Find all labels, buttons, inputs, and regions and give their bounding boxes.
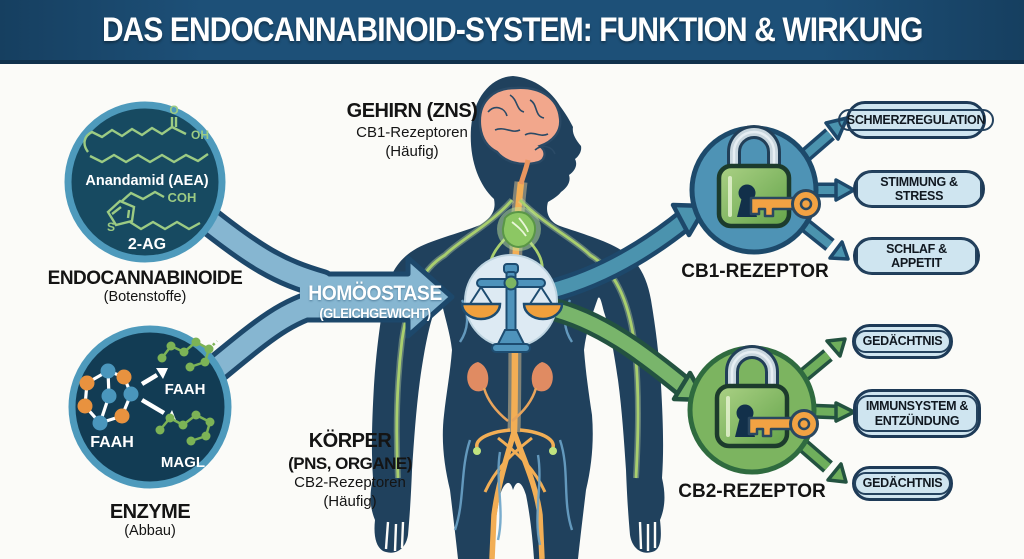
enzyme2-label: MAGL [161,454,205,471]
atom-o: O [169,103,178,117]
atom-coh: COH [168,190,197,205]
finger-lines [384,521,657,552]
pill-label: SCHLAF & APPETIT [856,237,977,275]
enzymes-circle: FAAH MAGL FAAH [68,325,232,489]
atom-oh: OH [191,128,209,142]
heart-icon [497,207,541,251]
substrate-label: FAAH [90,434,134,451]
pill-schlaf-appetit: SCHLAF & APPETIT [853,237,980,275]
endocannabinoids-caption: ENDOCANNABINOIDE (Botenstoffe) [15,268,275,306]
brain-heading: GEHIRN (ZNS) [346,100,478,122]
pill-stimmung-stress: STIMMUNG & STRESS [853,170,985,208]
faah-molecule [157,337,218,372]
body-heading: KÖRPER [308,430,392,452]
endocannabinoids-subheading: (Botenstoffe) [103,289,187,306]
enzyme1-label: FAAH [165,381,206,398]
2ag-structure [106,190,201,231]
homeostasis-line1: HOMÖOSTASE [308,282,442,305]
cb2-receptor-group [687,337,856,484]
molecule1-label: Anandamid (AEA) [85,173,208,189]
body-sub3: (Häufig) [323,493,377,511]
body-caption: KÖRPER (PNS, ORGANE) CB2-Rezeptoren (Häu… [250,430,450,511]
pill-label: GEDÄCHTNIS [853,330,952,353]
homeostasis-caption: HOMÖOSTASE (GLEICHGEWICHT) [283,282,467,321]
title-banner: DAS ENDOCANNABINOID-SYSTEM: FUNKTION & W… [0,0,1024,64]
balance-scale-icon [460,254,564,353]
pill-schmerzregulation: SCHMERZREGULATION [837,101,995,139]
enzymes-heading: ENZYME [109,501,191,523]
pill-label: IMMUNSYSTEM & ENTZÜNDUNG [856,395,978,432]
brain-sub2: (Häufig) [385,143,439,161]
kidneys-icon [467,362,553,422]
pill-label: SCHMERZREGULATION [837,108,995,132]
body-sub1: (PNS, ORGANE) [288,454,412,474]
pill-gedaechtnis-2: GEDÄCHTNIS [852,466,953,501]
cb2-label: CB2-REZEPTOR [678,481,826,502]
endocannabinoids-circle: O OH Anandamid (AEA) COH S 2-AG [64,101,226,263]
cb1-receptor-group [689,116,856,261]
enzymes-subheading: (Abbau) [124,523,176,540]
pill-label: STIMMUNG & STRESS [856,170,982,208]
anandamide-structure [83,117,209,164]
brain-caption: GEHIRN (ZNS) CB1-Rezeptoren (Häufig) [312,100,512,161]
brain-sub1: CB1-Rezeptoren [356,124,468,142]
pill-immunsystem: IMMUNSYSTEM & ENTZÜNDUNG [853,389,981,438]
cb1-label: CB1-REZEPTOR [681,261,829,282]
atom-s: S [107,220,115,234]
molecule2-label: 2-AG [128,236,166,253]
page-title: DAS ENDOCANNABINOID-SYSTEM: FUNKTION & W… [101,10,923,49]
pill-label: GEDÄCHTNIS [853,472,952,495]
enzymes-caption: ENZYME (Abbau) [30,501,270,540]
body-sub2: CB2-Rezeptoren [294,474,406,492]
homeostasis-arrow [183,197,455,393]
pill-gedaechtnis-1: GEDÄCHTNIS [852,324,953,359]
padlock-key-icon [716,125,821,229]
brain-icon [478,86,562,185]
substrate-molecule [77,363,139,431]
homeostasis-line2: (GLEICHGEWICHT) [319,304,431,321]
endocannabinoids-heading: ENDOCANNABINOIDE [47,268,243,289]
magl-molecule [155,410,215,446]
